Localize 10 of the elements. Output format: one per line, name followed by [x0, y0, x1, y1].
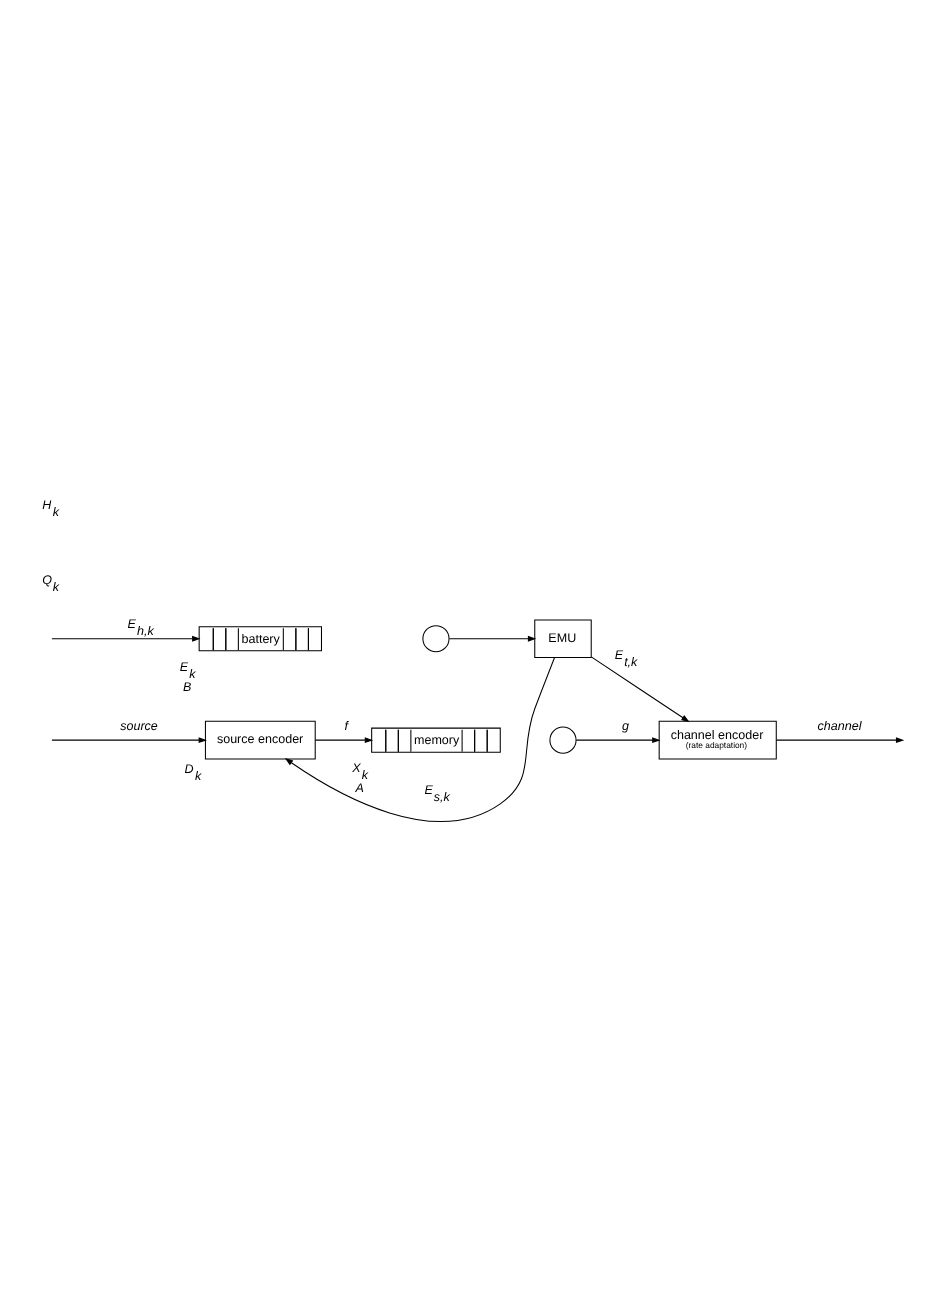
node-circle — [422, 625, 450, 653]
arrow — [314, 737, 374, 744]
arrow — [775, 737, 905, 744]
arrow — [51, 737, 207, 744]
arrow — [448, 635, 537, 642]
arrow — [575, 737, 661, 744]
arrow — [284, 657, 555, 822]
arrow — [51, 635, 201, 642]
arrow — [590, 656, 690, 723]
node-circle — [549, 726, 577, 754]
